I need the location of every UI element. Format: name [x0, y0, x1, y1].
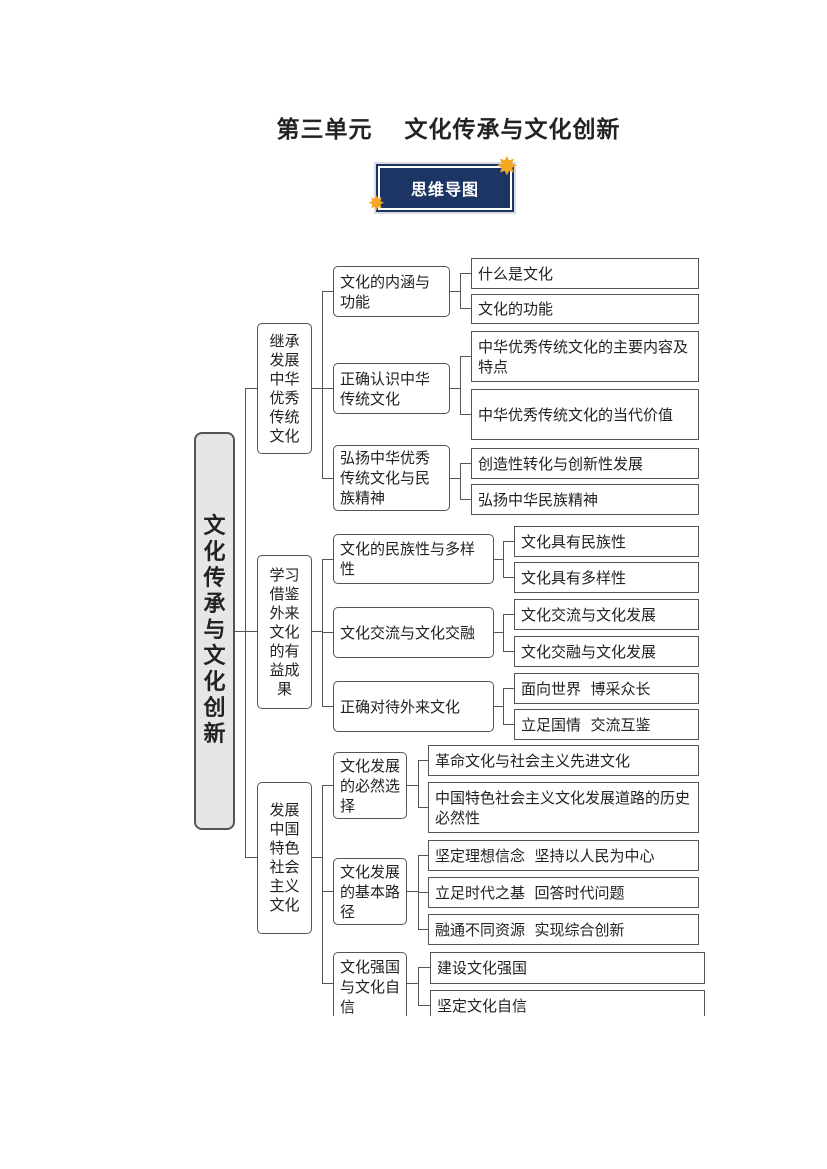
mindmap-badge: 思维导图 — [376, 164, 514, 212]
unit-name: 文化传承与文化创新 — [404, 117, 621, 143]
leaf-node: 立足国情 交流互鉴 — [514, 709, 699, 740]
topic-node: 文化交流与文化交融 — [333, 607, 494, 658]
branch-foreign-culture: 学习借鉴外来文化的有益成果 — [257, 555, 312, 709]
mindmap-root: 文化传承与文化创新 — [194, 432, 235, 830]
leaf-node: 文化具有多样性 — [514, 562, 699, 593]
star-icon: ✸ — [368, 191, 385, 215]
leaf-node: 什么是文化 — [471, 258, 699, 289]
topic-node: 文化的内涵与功能 — [333, 266, 450, 317]
star-icon: ✸ — [496, 152, 518, 182]
leaf-node: 文化交融与文化发展 — [514, 636, 699, 667]
leaf-node: 文化的功能 — [471, 294, 699, 324]
topic-node: 文化的民族性与多样性 — [333, 534, 494, 584]
leaf-node: 面向世界 博采众长 — [514, 673, 699, 704]
leaf-node: 坚定理想信念 坚持以人民为中心 — [428, 840, 699, 871]
leaf-node: 融通不同资源 实现综合创新 — [428, 914, 699, 945]
topic-node: 正确认识中华传统文化 — [333, 363, 450, 414]
topic-node: 文化强国与文化自信 — [333, 952, 407, 1022]
topic-node: 文化发展的必然选择 — [333, 752, 407, 819]
branch-heritage: 继承发展中华优秀传统文化 — [257, 323, 312, 454]
leaf-node: 弘扬中华民族精神 — [471, 484, 699, 515]
topic-node: 弘扬中华优秀传统文化与民族精神 — [333, 445, 450, 511]
unit-number: 第三单元 — [276, 117, 373, 143]
leaf-node: 立足时代之基 回答时代问题 — [428, 877, 699, 908]
topic-node: 正确对待外来文化 — [333, 681, 494, 732]
page-title: 第三单元 文化传承与文化创新 — [0, 110, 827, 144]
leaf-node: 文化具有民族性 — [514, 526, 699, 557]
leaf-node: 中国特色社会主义文化发展道路的历史必然性 — [428, 782, 699, 833]
leaf-node: 文化交流与文化发展 — [514, 599, 699, 630]
leaf-node: 革命文化与社会主义先进文化 — [428, 745, 699, 776]
topic-node: 文化发展的基本路径 — [333, 858, 407, 925]
leaf-node: 建设文化强国 — [430, 952, 705, 984]
page-bottom-margin — [0, 1016, 827, 1169]
leaf-node: 创造性转化与创新性发展 — [471, 448, 699, 479]
leaf-node: 中华优秀传统文化的主要内容及特点 — [471, 331, 699, 382]
branch-socialist-culture: 发展中国特色社会主义文化 — [257, 782, 312, 934]
leaf-node: 中华优秀传统文化的当代价值 — [471, 389, 699, 440]
